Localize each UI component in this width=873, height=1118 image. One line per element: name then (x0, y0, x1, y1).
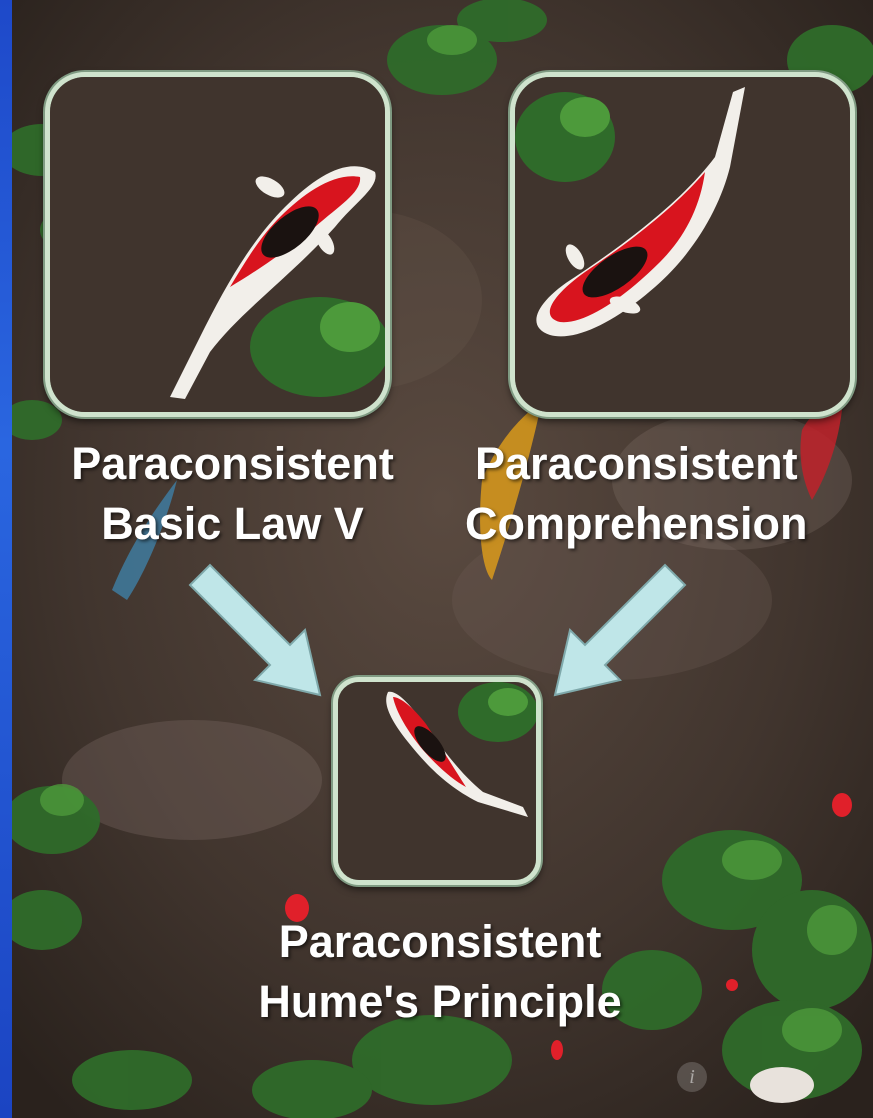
koi-fish-image (515, 77, 850, 412)
label-line: Paraconsistent (20, 434, 445, 494)
koi-image-left (45, 72, 390, 417)
koi-fish-image (50, 77, 385, 412)
left-blue-stripe (0, 0, 12, 1118)
label-line: Comprehension (460, 494, 873, 554)
koi-image-right (510, 72, 855, 417)
koi-image-bottom (333, 677, 541, 885)
label-line: Paraconsistent (460, 434, 873, 494)
label-line: Hume's Principle (170, 972, 710, 1032)
down-left-arrow (545, 555, 695, 705)
label-humes-principle: Paraconsistent Hume's Principle (170, 912, 710, 1032)
info-watermark-icon: i (677, 1062, 707, 1092)
down-right-arrow (180, 555, 330, 705)
label-comprehension: Paraconsistent Comprehension (460, 434, 873, 554)
koi-fish-image (338, 682, 536, 880)
label-line: Paraconsistent (170, 912, 710, 972)
label-basic-law-v: Paraconsistent Basic Law V (20, 434, 445, 554)
label-line: Basic Law V (20, 494, 445, 554)
